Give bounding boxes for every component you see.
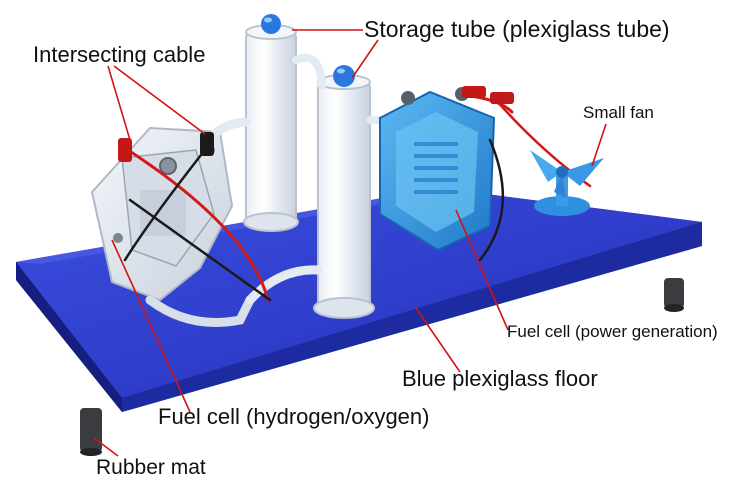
label-fuel-cell-hydrogen: Fuel cell (hydrogen/oxygen) — [158, 404, 430, 429]
fuel-cell-power-generation — [379, 87, 496, 252]
label-fuel-cell-power: Fuel cell (power generation) — [507, 322, 718, 341]
label-blue-floor: Blue plexiglass floor — [402, 366, 598, 391]
label-rubber-mat: Rubber mat — [96, 456, 206, 479]
label-small-fan: Small fan — [583, 103, 654, 122]
leader-lines — [93, 29, 607, 457]
small-fan — [530, 150, 604, 216]
storage-tube-front — [313, 65, 375, 319]
label-intersecting-cable: Intersecting cable — [33, 42, 206, 67]
rubber-feet — [80, 278, 684, 456]
label-storage-tube: Storage tube (plexiglass tube) — [364, 16, 670, 42]
storage-tube-rear — [243, 14, 299, 232]
banana-plugs — [118, 86, 514, 162]
